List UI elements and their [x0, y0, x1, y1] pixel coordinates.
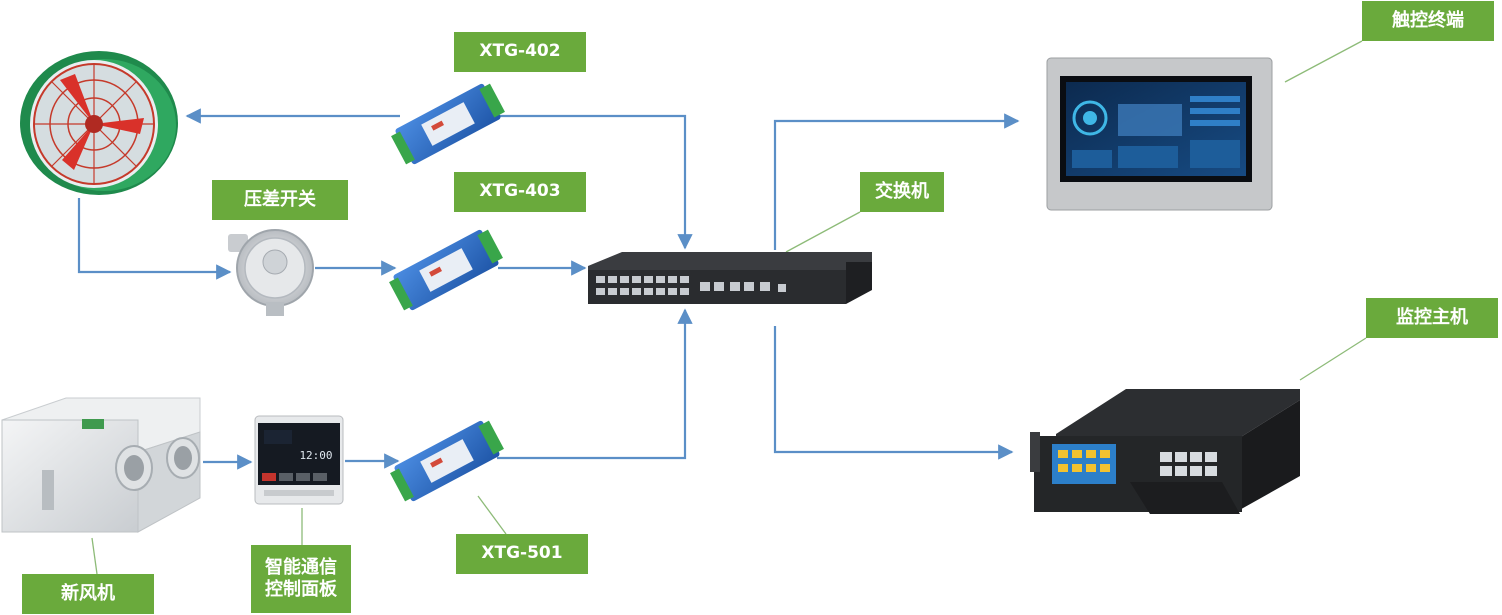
label-control-panel-line1: 智能通信 — [265, 556, 337, 578]
pressure-switch-icon — [228, 229, 314, 316]
axial-fan-icon — [20, 51, 178, 195]
touch-terminal-icon — [1046, 57, 1273, 211]
label-control-panel: 智能通信 控制面板 — [251, 545, 351, 613]
label-control-panel-line2: 控制面板 — [265, 579, 337, 600]
fresh-air-unit-icon — [1, 397, 201, 533]
network-switch-icon — [588, 252, 872, 304]
label-touch-terminal: 触控终端 — [1362, 1, 1494, 41]
leader-lines — [91, 40, 1367, 575]
rs485-converter-icon — [390, 420, 504, 502]
label-xtg-501: XTG-501 — [456, 534, 588, 574]
label-xtg-403: XTG-403 — [454, 172, 586, 212]
connection-arrows — [77, 108, 1020, 470]
label-monitor-host: 监控主机 — [1366, 298, 1498, 338]
rs485-converter-icon — [389, 229, 503, 311]
label-pressure-switch: 压差开关 — [212, 180, 348, 220]
label-xtg-402: XTG-402 — [454, 32, 586, 72]
rs485-converter-icon — [391, 83, 505, 165]
label-fresh-air-unit: 新风机 — [22, 574, 154, 614]
monitor-host-icon — [1030, 389, 1300, 514]
control-panel-icon — [254, 415, 344, 505]
panel-time-readout: 12:00 — [299, 449, 332, 462]
label-network-switch: 交换机 — [860, 172, 944, 212]
